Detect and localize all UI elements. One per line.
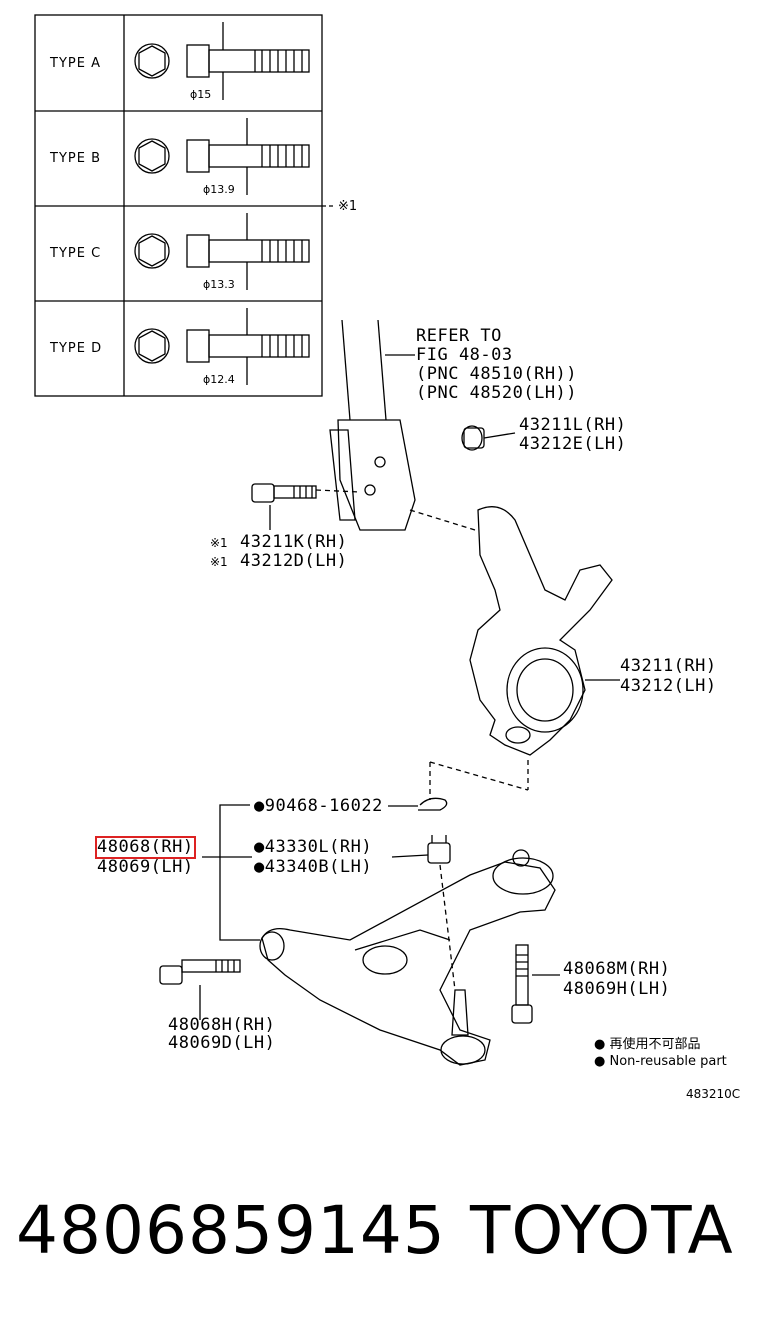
- part-knuckle-rh[interactable]: 43211(RH): [620, 656, 717, 676]
- figure-code: 483210C: [686, 1087, 741, 1101]
- castle-nut-icon: [427, 835, 451, 864]
- steering-knuckle-drawing: [469, 506, 620, 756]
- type-a-label: TYPE A: [50, 56, 101, 71]
- type-b-label: TYPE B: [50, 151, 101, 166]
- type-d-label: TYPE D: [50, 341, 103, 356]
- strut-drawing: [329, 319, 416, 531]
- refer-line-4: (PNC 48520(LH)): [416, 383, 578, 403]
- part-castle-nut-lh[interactable]: ●43340B(LH): [254, 857, 373, 877]
- part-rear-bolt-rh[interactable]: 48068M(RH): [563, 959, 671, 979]
- part-arm-rh-highlighted[interactable]: 48068(RH): [95, 836, 196, 859]
- part-bolt-lh[interactable]: 43212D(LH): [240, 551, 348, 571]
- strut-bolt-icon: [251, 483, 317, 503]
- bolt-rh-mark: ※1: [210, 536, 228, 550]
- part-nut-rh[interactable]: 43211L(RH): [519, 415, 627, 435]
- part-cotter-pin[interactable]: ●90468-16022: [254, 796, 383, 816]
- lower-control-arm-drawing: [259, 849, 556, 1066]
- part-front-bolt-rh[interactable]: 48068H(RH): [168, 1015, 276, 1035]
- legend-line-jp: ● 再使用不可部品: [594, 1037, 701, 1052]
- part-rear-bolt-lh[interactable]: 48069H(LH): [563, 979, 671, 999]
- part-front-bolt-lh[interactable]: 48069D(LH): [168, 1033, 276, 1053]
- type-d-bolt-icon: [134, 308, 310, 385]
- refer-line-2: FIG 48-03: [416, 345, 513, 365]
- flange-nut-icon: [461, 425, 485, 451]
- footer-brand: TOYOTA: [470, 1192, 734, 1269]
- type-a-bolt-icon: [134, 22, 310, 100]
- part-castle-nut-rh[interactable]: ●43330L(RH): [254, 837, 373, 857]
- front-arm-bolt-icon: [159, 959, 241, 985]
- rear-arm-bolt-icon: [511, 944, 533, 1024]
- part-arm-lh[interactable]: 48069(LH): [97, 857, 194, 877]
- type-c-bolt-icon: [134, 213, 310, 290]
- type-b-diameter: ϕ13.9: [203, 183, 235, 196]
- type-d-diameter: ϕ12.4: [203, 373, 235, 386]
- part-bolt-rh[interactable]: 43211K(RH): [240, 532, 348, 552]
- part-nut-lh[interactable]: 43212E(LH): [519, 434, 627, 454]
- part-knuckle-lh[interactable]: 43212(LH): [620, 676, 717, 696]
- note-mark: ※1: [338, 199, 358, 214]
- type-c-diameter: ϕ13.3: [203, 278, 235, 291]
- refer-line-3: (PNC 48510(RH)): [416, 364, 578, 384]
- cotter-pin-icon: [388, 797, 448, 811]
- legend-line-en: ● Non-reusable part: [594, 1054, 727, 1069]
- bolt-lh-mark: ※1: [210, 555, 228, 569]
- type-a-diameter: ϕ15: [190, 88, 212, 101]
- refer-line-1: REFER TO: [416, 326, 502, 346]
- type-c-label: TYPE C: [50, 246, 102, 261]
- footer-part-number: 4806859145: [16, 1192, 446, 1269]
- type-b-bolt-icon: [134, 118, 310, 195]
